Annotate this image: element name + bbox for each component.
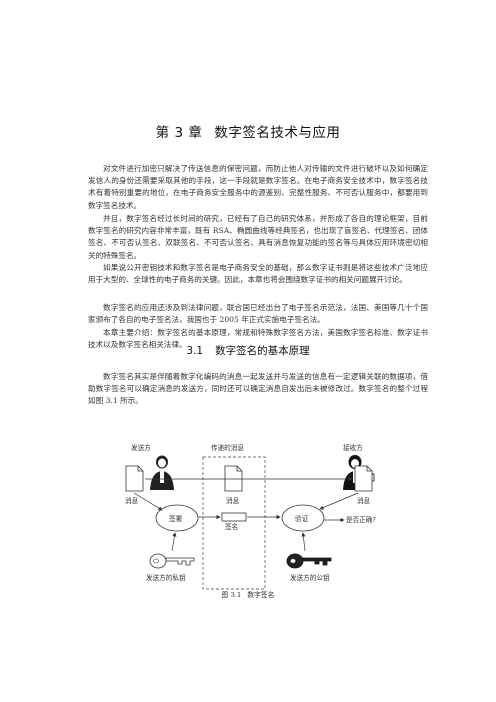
section-paragraph: 数字签名其实是伴随着数字化编码的消息一起发送并与发送的信息有一定逻辑关联的数据项… [88,372,428,406]
sender-label: 发送方 [131,443,151,452]
signature-box [221,512,247,522]
paragraph: 如果说公开密钥技术和数字签名是电子商务安全的基础，那么数字证书则是将这些技术广泛… [88,263,428,285]
section-title-text: 数字签名的基本原理 [215,345,310,357]
document-icon [125,465,144,492]
document-icon [354,465,373,492]
message-right-label: 消息 [357,496,371,505]
figure-caption-text: 数字签名 [247,591,275,599]
receiver-label: 接收方 [343,443,363,452]
chapter-title: 第 3 章数字签名技术与应用 [0,121,496,141]
private-key-icon [149,553,195,569]
paragraph: 并且，数字签名经过长时间的研究，已经有了自己的研究体系，并形成了各自的理论框架，… [88,214,428,260]
sender-person-icon [150,455,174,490]
digital-signature-diagram: 发送方 传递的消息 接收方 消息 消息 [125,443,376,590]
figure-caption: 图 3.1 数字签名 [0,589,496,599]
signature-label: 签名 [225,522,238,531]
chapter-title-text: 数字签名技术与应用 [214,125,341,141]
section-number: 3.1 [186,345,204,357]
transmission-panel [202,456,266,590]
transmitted-label: 传递的消息 [211,443,244,452]
section-title: 3.1 数字签名的基本原理 [0,343,496,358]
message-mid-label: 消息 [226,496,240,505]
sign-node [155,504,199,532]
message-left-label: 消息 [125,496,139,505]
verify-node [281,504,325,532]
figure-number: 图 3.1 [221,591,242,599]
correct-question-label: 是否正确? [346,515,376,524]
chapter-number: 第 3 章 [155,125,203,141]
paragraph: 本章主要介绍：数字签名的基本原理，常规和特殊数字签名方法，美国数字签名标准、数字… [88,328,428,350]
verify-label: 验证 [295,514,309,523]
private-key-label: 发送方的私钥 [146,573,186,582]
public-key-label: 发送方的公钥 [290,573,330,582]
paragraph: 数字签名的应用还涉及到法律问题，联合国已经出台了电子签名示范法，法国、美国等几十… [88,303,428,325]
sign-label: 签署 [169,514,183,523]
public-key-icon [286,553,332,569]
paragraph: 对文件进行加密只解决了传送信息的保密问题，而防止他人对传输的文件进行破坏以及如何… [88,164,428,210]
document-icon [224,465,243,492]
